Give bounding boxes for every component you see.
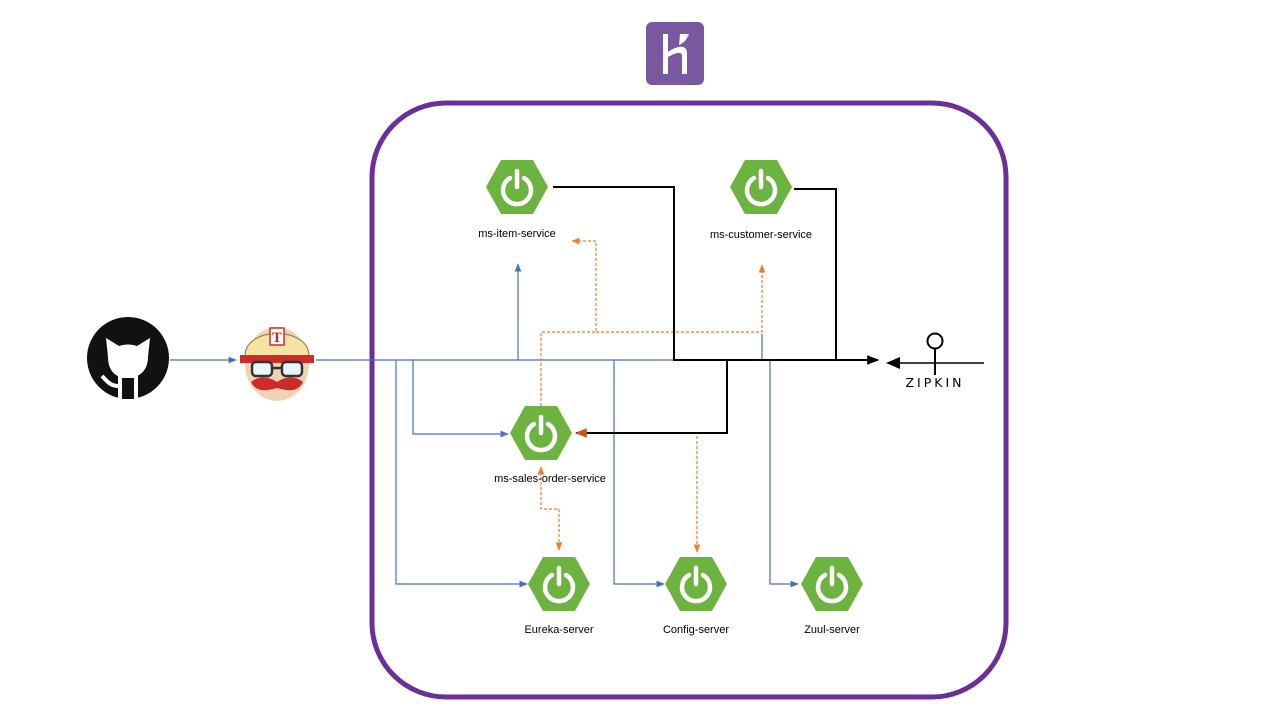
svg-text:T: T (272, 331, 282, 346)
heroku-icon (646, 22, 704, 85)
deploy-eureka-arrow (395, 360, 528, 588)
dependency-flows (537, 237, 766, 553)
service-label: ms-sales-order-service (494, 473, 606, 485)
spring-boot-icon (510, 406, 572, 460)
zipkin-label: ZIPKIN (905, 375, 964, 390)
tracing-flows (553, 186, 880, 438)
service-config-server: Config-server (663, 557, 729, 636)
spring-boot-icon (665, 557, 727, 611)
heroku-boundary (369, 100, 1009, 700)
deploy-config-arrow (613, 360, 665, 588)
sales-to-customer-arrow (596, 264, 766, 333)
sales-eureka-arrow (537, 466, 563, 551)
service-ms-item: ms-item-service (478, 160, 556, 240)
github-icon (87, 317, 169, 400)
sales-to-item-arrow (540, 237, 597, 406)
item-trace-line (553, 186, 836, 361)
service-label: Config-server (663, 624, 729, 636)
spring-boot-icon (528, 557, 590, 611)
service-label: ms-customer-service (710, 229, 812, 241)
service-label: ms-item-service (478, 228, 556, 240)
customer-trace-line (794, 188, 837, 360)
service-ms-customer: ms-customer-service (710, 160, 812, 241)
deploy-zuul-arrow (769, 360, 799, 588)
spring-boot-icon (801, 557, 863, 611)
deployment-flows (170, 263, 799, 588)
service-zuul-server: Zuul-server (801, 557, 863, 636)
deploy-sales-arrow (412, 360, 509, 438)
service-ms-sales-order: ms-sales-order-service (494, 406, 606, 485)
spring-boot-icon (486, 160, 548, 214)
zipkin-icon (886, 332, 984, 375)
sales-trace-line (574, 360, 728, 438)
service-label: Eureka-server (524, 624, 593, 636)
spring-boot-icon (730, 160, 792, 214)
service-eureka-server: Eureka-server (524, 557, 594, 636)
travis-ci-icon: T (240, 327, 314, 401)
zipkin-logo: ZIPKIN (886, 332, 984, 390)
service-label: Zuul-server (804, 624, 860, 636)
